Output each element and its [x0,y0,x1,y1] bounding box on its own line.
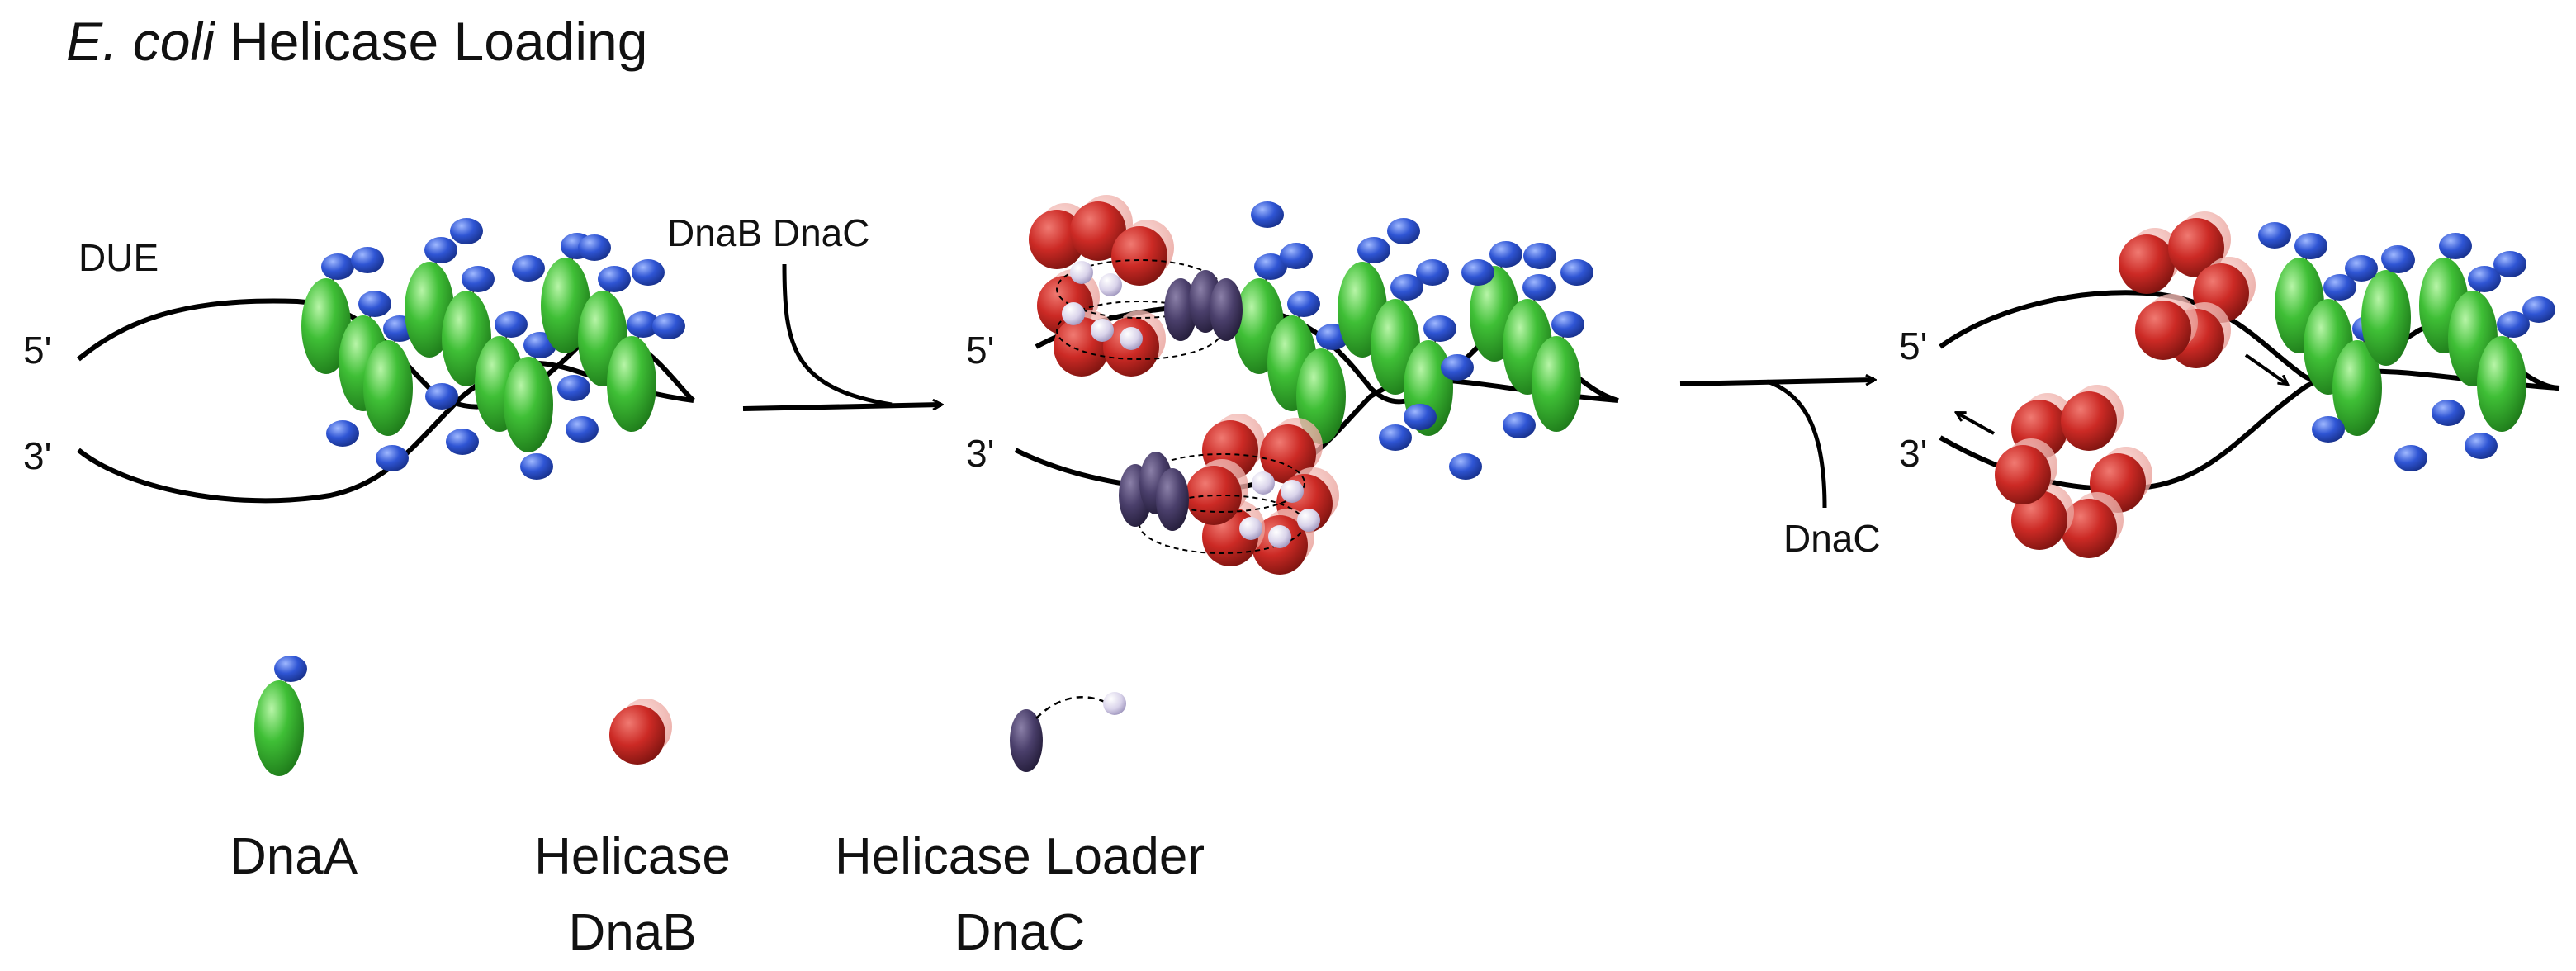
legend-helicase-label-line2: DnaB [568,904,696,961]
dnaa-domain-ball [351,247,384,273]
legend-helicase-item: Helicase DnaB [534,699,731,961]
panel-1-origin: DUE 5' 3' [23,218,695,504]
legend-loader-label-line1: Helicase Loader [835,828,1205,885]
dnac-domain-ball [1062,302,1085,325]
five-prime-label: 5' [23,329,51,372]
translocation-arrow-bottom [1957,413,1995,435]
dnab-dnac-complex-bottom [1119,414,1339,575]
loader-domain-ball-icon [1103,692,1126,715]
dnaa-domain-ball [2432,400,2465,426]
dnaa-domain-ball [1441,354,1474,381]
three-prime-label: 3' [23,434,51,477]
dnaa-domain-ball [2522,296,2555,323]
dnac-domain-ball [1252,471,1275,495]
dnaa-domain-ball [557,375,590,401]
dnab-helicase-top [2119,211,2256,368]
page-title: E. coli Helicase Loading [66,10,647,73]
dnaa-domain-ball [1387,218,1420,244]
legend-dnaa-item: DnaA [230,655,358,885]
panel-3-loaded-helicase: 5' 3' [1899,211,2560,558]
dnaa-domain-ball [1404,404,1437,430]
dnac-domain-ball [1120,327,1143,350]
dnac-subunit [1156,468,1189,531]
dnaa-domain-ball [425,383,458,410]
dnaa-domain-ball [1280,243,1313,269]
dnaa-domain-ball [2258,222,2291,249]
dnaa-domain-ball [2465,433,2498,459]
legend-helicase-label-line1: Helicase [534,828,731,885]
dnac-domain-ball [1297,509,1320,532]
dnaa-domain-ball [512,255,545,282]
dnac-domain-ball [1070,261,1093,284]
dnac-release-label: DnaC [1783,517,1881,560]
five-prime-label: 5' [1899,324,1927,367]
translocation-arrow-top [2244,353,2287,384]
dnab-helicase-bottom [1995,385,2152,558]
arrow-add-dnab-dnac: DnaB DnaC [667,211,941,411]
dnaa-domain-ball [1461,259,1494,286]
dnac-domain-ball [1281,480,1304,503]
dnaa-domain-ball [376,445,409,471]
dnaa-domain-ball [1251,201,1284,228]
dnaa-domain-ball [450,218,483,244]
dnaa-domain-ball [1560,259,1593,286]
dnaa-domain-ball [1449,453,1482,480]
dnac-domain-ball [1239,517,1262,540]
helicase-subunit-icon [609,699,672,765]
dnab-subunit [2061,385,2124,451]
dnaa-domain-ball [2493,251,2526,277]
dnab-dnac-complex-top [1029,195,1243,377]
dnaa-domain-ball [1523,243,1556,269]
legend-dnaa-label: DnaA [230,828,358,885]
title-species: E. coli [66,11,215,72]
dnaa-domain-ball [1503,412,1536,438]
dnaa-domain-ball [566,416,599,443]
dnaa-domain-ball [1379,424,1412,451]
loader-subunit-icon [1010,709,1043,772]
arrow-release-dnac: DnaC [1679,380,1881,560]
three-prime-label: 3' [966,432,994,475]
dnaa-domain-ball [652,313,685,339]
legend-loader-item: Helicase Loader DnaC [835,692,1205,961]
five-prime-label: 5' [966,329,994,372]
panel-2-loading: 5' 3' [966,195,1619,575]
dnac-domain-ball [1091,319,1114,342]
dnaa-domain-ball [1416,259,1449,286]
dnaa-domain-ball [326,420,359,447]
legend-loader-label-line2: DnaC [954,904,1086,961]
dnaa-domain-ball [2382,247,2415,273]
dnaa-domain-ball [2394,445,2427,471]
due-label: DUE [78,236,159,279]
dnaa-domain-ball [446,429,479,455]
dnaa-domain-ball [520,453,553,480]
dnaa-domain-ball [2312,416,2345,443]
dnaa-domain-ball [2345,255,2378,282]
dnaa-icon [253,655,308,777]
dnab-dnac-label: DnaB DnaC [667,211,869,254]
title-text: Helicase Loading [214,11,648,72]
dnac-domain-ball [1268,525,1291,548]
legend: DnaA Helicase DnaB Helicase Loader DnaC [230,655,1205,961]
dnaa-domain-ball [578,234,611,261]
dnac-subunit [1210,278,1243,341]
dnac-domain-ball [1099,273,1122,296]
three-prime-label: 3' [1899,432,1927,475]
dnaa-domain-ball [632,259,665,286]
